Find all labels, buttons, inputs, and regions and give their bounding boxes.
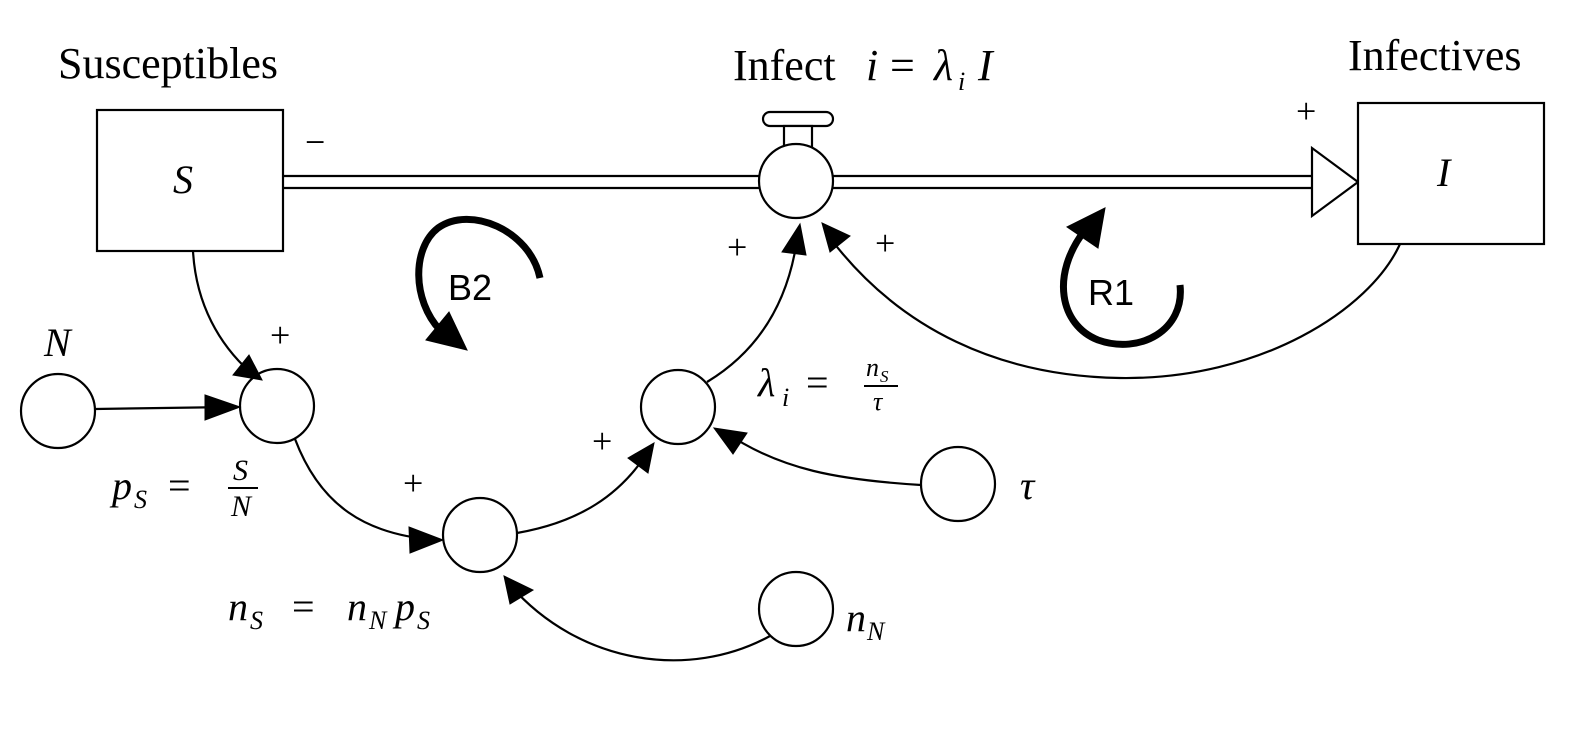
causal-links — [94, 231, 1402, 662]
label-pS-num: S — [233, 454, 248, 487]
label-nS: n S = n N p S — [228, 584, 430, 635]
polarity-s-ps: + — [270, 315, 290, 355]
polarity-ns-lambda: + — [592, 421, 612, 461]
polarity-ps-ns: + — [403, 463, 423, 503]
flow-arrowhead — [1310, 145, 1360, 219]
loop-r1-arc — [1060, 227, 1184, 348]
arrowhead-n-ps — [204, 394, 242, 421]
susceptibles-title: Susceptibles — [58, 39, 278, 88]
link-nn-to-ns — [509, 584, 771, 662]
arrowhead-nn-ns — [503, 575, 535, 605]
loop-r1: R1 — [1060, 207, 1184, 348]
node-lambda — [639, 368, 717, 446]
label-nN: n N — [846, 595, 886, 646]
valve-circle — [757, 142, 835, 220]
loop-b2: B2 — [415, 215, 544, 351]
flow-label-var: i — [866, 41, 878, 90]
loop-r1-arrowhead — [1066, 207, 1106, 249]
flow-label: Infect i = λ i I — [733, 41, 995, 96]
label-tau: τ — [1020, 463, 1036, 508]
label-pS-lhs-sub: S — [134, 485, 147, 514]
label-N: N — [43, 320, 73, 365]
label-nS-r2-sub: S — [417, 606, 430, 635]
label-nS-r2: p — [392, 584, 415, 629]
arrowhead-i-valve — [821, 222, 851, 253]
label-lambda-num-sub: S — [880, 367, 889, 386]
label-nN-sub: N — [866, 617, 886, 646]
flow-label-lambda-sub: i — [958, 67, 965, 96]
label-lambda-lhs: λ — [757, 360, 775, 405]
flow-valve — [757, 110, 835, 220]
polarity-signs: − + + + + + + — [270, 91, 1316, 503]
link-ns-to-lambda — [516, 451, 649, 535]
flow-label-lambda: λ — [932, 41, 953, 90]
label-lambda-num: n — [866, 353, 879, 382]
link-i-to-valve — [829, 237, 1402, 380]
node-nS — [441, 496, 519, 574]
label-lambda: λ i = n S τ — [757, 353, 898, 416]
label-pS-eq: = — [168, 463, 191, 508]
label-nS-lhs-sub: S — [250, 606, 263, 635]
loop-b2-arc — [415, 215, 544, 333]
polarity-s-flow: − — [305, 122, 325, 162]
flow-label-eq: = — [890, 41, 915, 90]
label-nS-r1: n — [347, 584, 367, 629]
arrowhead-ns-lambda — [627, 442, 655, 474]
stock-susceptibles — [95, 108, 285, 253]
label-pS: p S = S N — [109, 454, 258, 523]
node-tau — [919, 445, 997, 523]
stock-susceptibles-symbol: S — [173, 157, 193, 202]
loop-b2-arrowhead — [425, 311, 468, 351]
infectives-title: Infectives — [1348, 31, 1521, 80]
link-tau-to-lambda — [724, 431, 922, 487]
valve-handle — [761, 110, 835, 128]
arrowhead-lambda-valve — [781, 222, 807, 256]
label-lambda-lhs-sub: i — [782, 383, 789, 412]
label-lambda-den: τ — [873, 387, 884, 416]
loop-b2-label: B2 — [448, 267, 492, 308]
polarity-lambda-flow: + — [727, 227, 747, 267]
label-pS-lhs: p — [109, 463, 132, 508]
stock-infectives-symbol: I — [1436, 150, 1452, 195]
loop-r1-label: R1 — [1088, 272, 1134, 313]
label-pS-den: N — [230, 490, 253, 523]
polarity-flow-i: + — [1296, 91, 1316, 131]
arrowhead-ps-ns — [408, 526, 445, 554]
node-pS — [238, 367, 316, 445]
node-nN — [757, 570, 835, 648]
arrowhead-tau-lambda — [712, 427, 748, 455]
label-nS-r1-sub: N — [368, 606, 388, 635]
arrowhead-s-ps — [232, 354, 263, 381]
link-s-to-ps — [191, 250, 251, 373]
flow-label-word: Infect — [733, 41, 836, 90]
link-arrowheads — [204, 222, 851, 605]
link-lambda-to-valve — [706, 231, 800, 383]
flow-pipe — [283, 174, 1312, 190]
label-nS-eq: = — [292, 584, 315, 629]
node-N — [19, 372, 97, 450]
flow-label-I: I — [977, 41, 995, 90]
label-nN-main: n — [846, 595, 866, 640]
label-lambda-eq: = — [806, 360, 829, 405]
label-nS-lhs: n — [228, 584, 248, 629]
stock-infectives — [1356, 101, 1546, 246]
polarity-i-flow: + — [875, 223, 895, 263]
